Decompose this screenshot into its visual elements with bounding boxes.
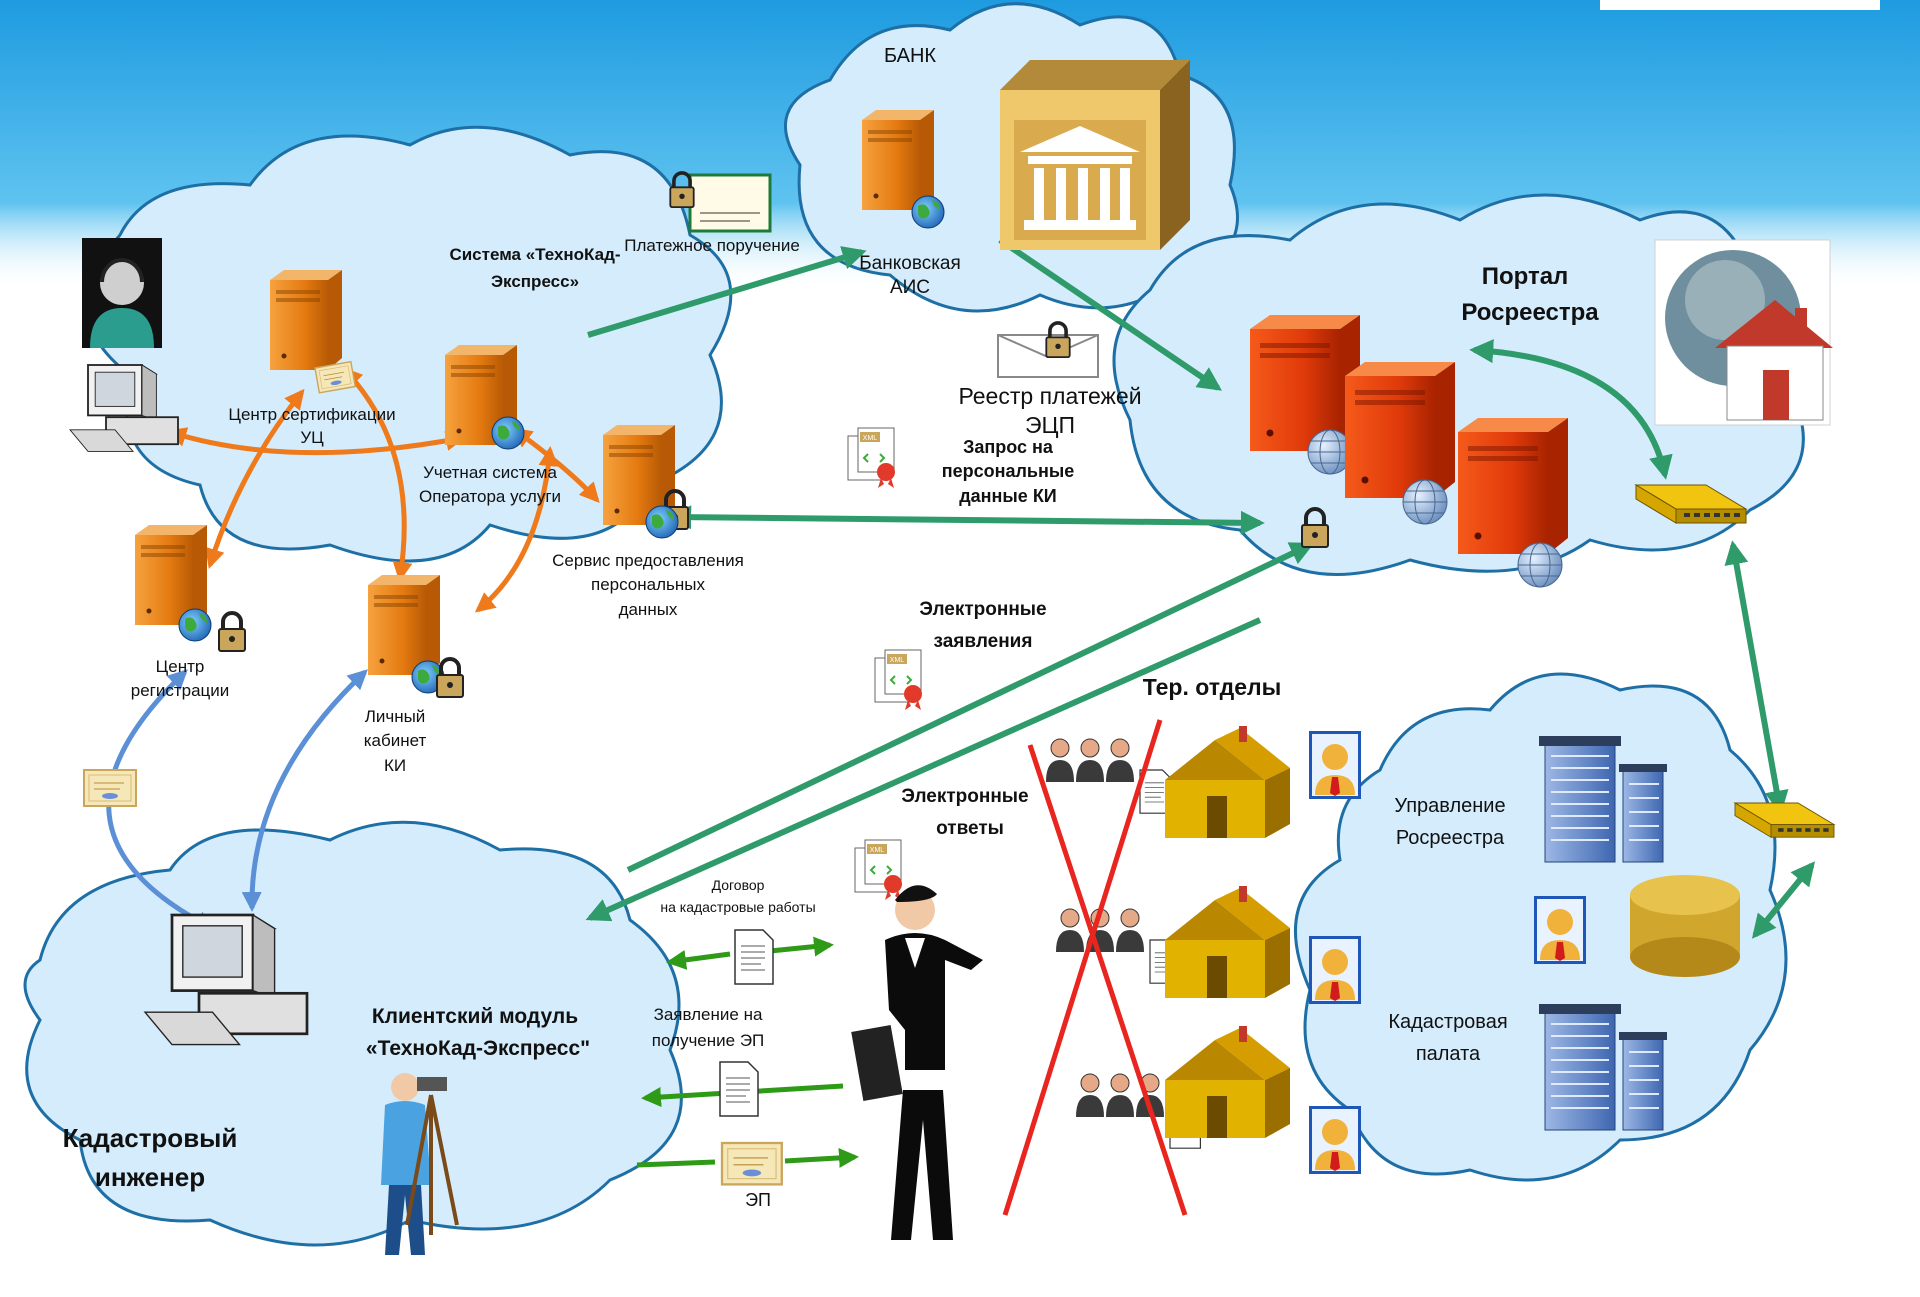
bank-ais-label-line1: Банковская [859, 253, 961, 274]
lock-icon [217, 611, 247, 653]
e-answers-label-line1: Электронные [901, 786, 1029, 807]
bank-title: БАНК [883, 45, 937, 67]
accounting-label-line2: Оператора услуги [418, 487, 562, 506]
certificate-icon [83, 769, 137, 807]
cabinet-label-line1: Личный [364, 707, 426, 726]
globe-icon [645, 505, 679, 539]
management-label-line1: Управление [1394, 795, 1506, 817]
portal-title-line1: Портал [1481, 263, 1569, 290]
house-icon [1165, 886, 1290, 998]
engineer-title-line1: Кадастровый [62, 1123, 238, 1153]
request-label-line2: персональные [941, 461, 1075, 481]
accounting-label-line1: Учетная система [423, 463, 557, 482]
request-label-line1: Запрос на [963, 437, 1053, 457]
cert-center-label-line2: УЦ [300, 428, 324, 447]
bank-building-icon [1000, 60, 1190, 250]
people-group-icon [1045, 738, 1135, 783]
document-icon [719, 1061, 759, 1117]
user-icon [1309, 1106, 1361, 1174]
client-module-title-line1: Клиентский модуль [371, 1005, 579, 1028]
ter-depts-title: Тер. отделы [1142, 674, 1282, 700]
system-title-line1: Система «ТехноКад- [449, 245, 621, 264]
e-applications-label-line1: Электронные [919, 599, 1047, 620]
system-title-line2: Экспресс» [490, 272, 580, 291]
portal-links [585, 237, 1816, 939]
contract-label-line1: Договор [711, 877, 765, 893]
red-cross [1002, 719, 1188, 1216]
reg-center-label-line1: Центр [155, 657, 205, 676]
server-icon [1250, 315, 1360, 451]
payment-order-icon [688, 173, 772, 233]
xml-document-icon [874, 649, 923, 711]
system-links [166, 367, 600, 613]
user-icon [1534, 896, 1586, 964]
pd-service-label-line1: Сервис предоставления [552, 551, 744, 570]
engineer-title-line2: инженер [94, 1162, 206, 1192]
reg-center-label-line2: регистрации [130, 681, 230, 700]
pd-service-label-line3: данных [618, 600, 678, 619]
globe-icon [1402, 479, 1448, 525]
e-answers-label-line2: ответы [936, 818, 1004, 839]
certificate-icon [720, 1141, 783, 1186]
registry-label-line2: ЭЦП [1024, 412, 1076, 438]
house-icon [1165, 1026, 1290, 1138]
e-applications-label-line2: заявления [933, 631, 1033, 652]
globe-icon [1517, 542, 1563, 588]
portal-title-line2: Росреестра [1461, 299, 1599, 326]
globe-icon [491, 416, 525, 450]
businesswoman-icon [851, 885, 983, 1240]
ter-department-1 [1045, 726, 1361, 838]
certificate-icon [314, 360, 356, 394]
xml-document-icon [847, 427, 896, 489]
registry-label-line1: Реестр платежей [958, 383, 1142, 409]
server-icon [270, 270, 342, 370]
cabinet-label-line2: кабинет [363, 731, 427, 750]
server-icon [1345, 362, 1455, 498]
user-icon [1309, 936, 1361, 1004]
ep-label: ЭП [745, 1190, 771, 1210]
document-icon [734, 929, 774, 985]
cabinet-links [106, 669, 368, 931]
surveyor-icon [381, 1073, 459, 1255]
client-module-title-line2: «ТехноКад-Экспресс" [365, 1037, 591, 1060]
ep-request-label-line2: получение ЭП [651, 1031, 765, 1050]
exchange-arrows [636, 936, 859, 1168]
operator-headset-icon [82, 238, 162, 348]
lock-icon [1044, 321, 1072, 359]
chamber-label-line1: Кадастровая [1388, 1011, 1508, 1033]
cert-center-label-line1: Центр сертификации [228, 405, 396, 424]
server-icon [368, 575, 440, 675]
chamber-label-line2: палата [1415, 1043, 1481, 1065]
user-icon [1309, 731, 1361, 799]
globe-icon [178, 608, 212, 642]
ep-request-label-line1: Заявление на [653, 1005, 763, 1024]
cabinet-label-line3: КИ [383, 756, 407, 775]
house-icon [1165, 726, 1290, 838]
server-icon [1458, 418, 1568, 554]
portal-home-icon [1654, 239, 1833, 426]
globe-icon [911, 195, 945, 229]
lock-icon [435, 657, 465, 699]
server-icon [862, 110, 934, 210]
bank-ais-label-line2: АИС [889, 277, 931, 298]
contract-label-line2: на кадастровые работы [660, 899, 816, 915]
pd-service-label-line2: персональных [591, 575, 705, 594]
xml-document-icon [854, 839, 903, 901]
database-icon [1630, 875, 1740, 977]
management-label-line2: Росреестра [1395, 827, 1505, 849]
request-label-line3: данные КИ [959, 486, 1057, 506]
payment-order-label: Платежное поручение [624, 236, 800, 255]
